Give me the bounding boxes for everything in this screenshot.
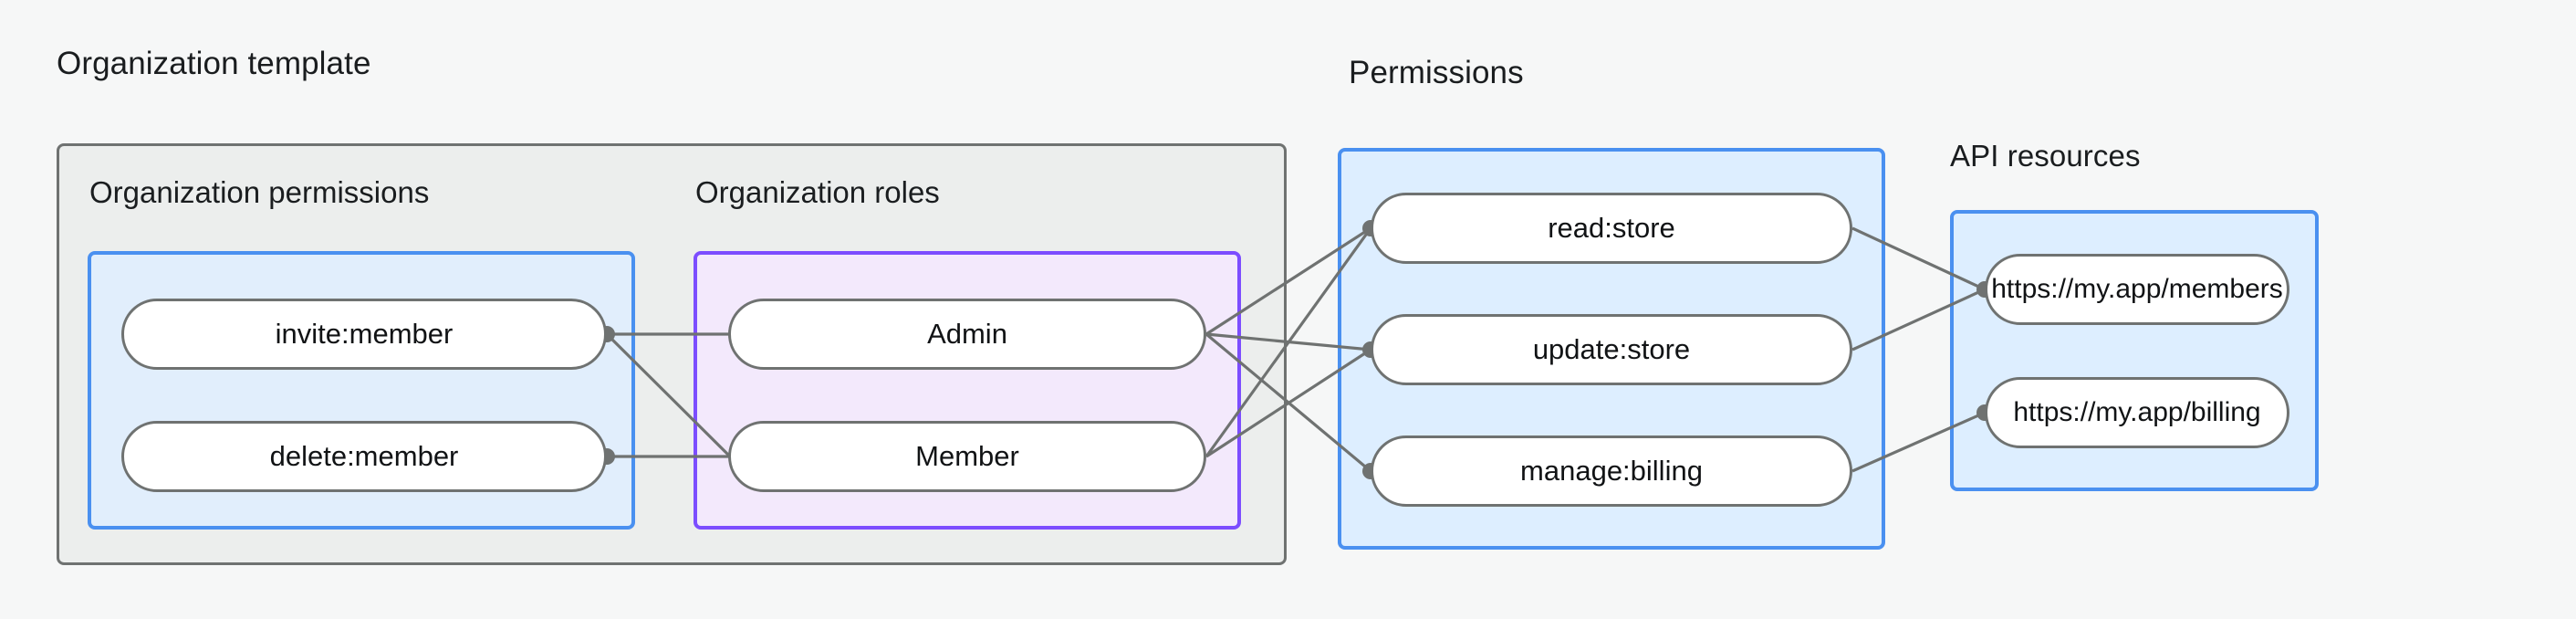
node-label: Admin <box>927 318 1007 350</box>
group-label-permissions: Permissions <box>1349 55 1524 90</box>
node-label: manage:billing <box>1520 455 1703 487</box>
node-resource-members[interactable]: https://my.app/members <box>1985 254 2289 325</box>
api-resources-container <box>1950 210 2319 491</box>
node-label: read:store <box>1548 212 1675 244</box>
node-label: delete:member <box>269 440 459 472</box>
node-update-store[interactable]: update:store <box>1371 314 1852 385</box>
node-delete-member[interactable]: delete:member <box>121 421 607 492</box>
node-manage-billing[interactable]: manage:billing <box>1371 435 1852 507</box>
node-read-store[interactable]: read:store <box>1371 193 1852 264</box>
node-label: invite:member <box>275 318 454 350</box>
subgroup-label-organization-permissions: Organization permissions <box>89 175 430 209</box>
node-label: update:store <box>1532 333 1691 365</box>
node-admin[interactable]: Admin <box>728 299 1206 370</box>
group-label-organization-template: Organization template <box>57 46 371 81</box>
node-member[interactable]: Member <box>728 421 1206 492</box>
group-label-api-resources: API resources <box>1950 139 2141 173</box>
node-invite-member[interactable]: invite:member <box>121 299 607 370</box>
node-label: https://my.app/billing <box>2013 397 2261 427</box>
node-label: https://my.app/members <box>1991 274 2283 304</box>
node-label: Member <box>915 440 1019 472</box>
subgroup-label-organization-roles: Organization roles <box>695 175 940 209</box>
node-resource-billing[interactable]: https://my.app/billing <box>1985 377 2289 448</box>
